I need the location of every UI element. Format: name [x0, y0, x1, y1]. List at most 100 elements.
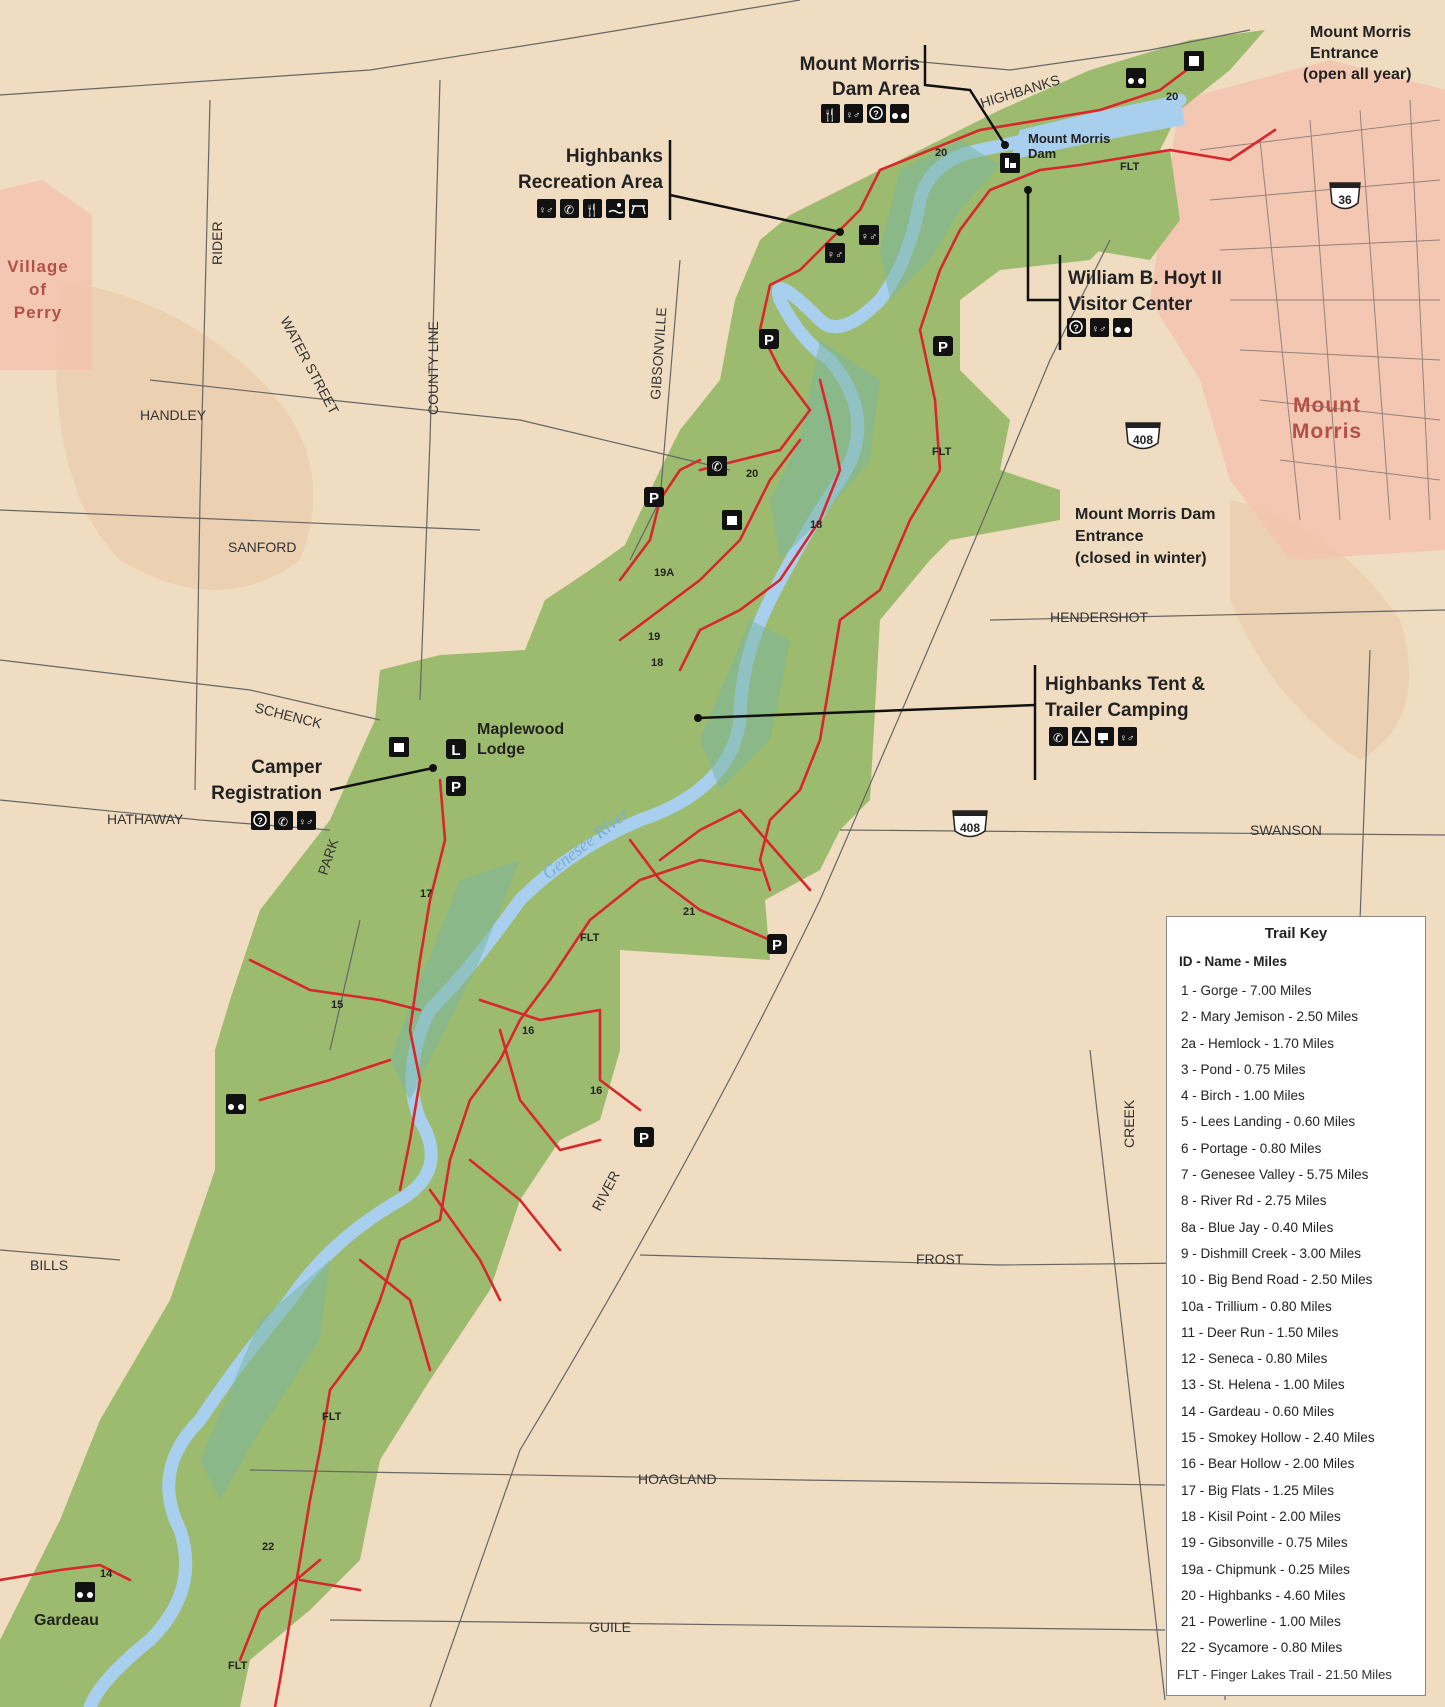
trail-key-rows: 1 - Gorge - 7.00 Miles 2 - Mary Jemison … — [1177, 978, 1415, 1662]
trail-key-row: 20 - Highbanks - 4.60 Miles — [1181, 1587, 1346, 1603]
building-icon[interactable] — [722, 510, 742, 530]
dam-entrance-label-1: Mount Morris Dam — [1075, 506, 1215, 523]
trail-key-row: 11 - Deer Run - 1.50 Miles — [1181, 1324, 1339, 1340]
binoculars-icon[interactable] — [226, 1094, 246, 1114]
terrain-shading — [56, 280, 314, 590]
road-label-handley: HANDLEY — [140, 407, 207, 423]
trail-key-row: 19a - Chipmunk - 0.25 Miles — [1181, 1561, 1350, 1577]
information-icon: ? — [251, 811, 270, 830]
parking-icon[interactable]: P — [759, 329, 779, 349]
telephone-icon: ✆ — [560, 199, 579, 218]
svg-text:♀♂: ♀♂ — [1120, 733, 1135, 744]
svg-text:P: P — [772, 937, 782, 954]
dam-entrance-label-3: (closed in winter) — [1075, 550, 1207, 567]
dam-label-2: Dam — [1028, 146, 1056, 161]
swimming-icon — [606, 199, 625, 218]
callout-registration-1: Camper — [251, 757, 322, 778]
trail-key-row: 5 - Lees Landing - 0.60 Miles — [1181, 1114, 1356, 1130]
visitor-center-amenity-icons: ? ♀♂ — [1067, 318, 1132, 337]
trail-label-20b: 20 — [935, 147, 947, 159]
svg-text:P: P — [649, 490, 659, 507]
visitor-center-icon[interactable] — [1000, 153, 1020, 173]
trail-label-22: 22 — [262, 1541, 274, 1553]
maplewood-lodge-label-2: Lodge — [477, 741, 525, 758]
registration-icon[interactable] — [389, 737, 409, 757]
road-label-rider: RIDER — [209, 221, 225, 265]
genesee-river — [83, 93, 1187, 1707]
parking-icon[interactable]: P — [933, 336, 953, 356]
terrain-shading-2 — [1230, 500, 1409, 760]
callout-leaders — [329, 45, 1062, 792]
svg-text:P: P — [764, 332, 774, 349]
trail-key-row: 18 - Kisil Point - 2.00 Miles — [1181, 1508, 1341, 1524]
svg-text:✆: ✆ — [712, 459, 723, 474]
trail-17 — [398, 778, 447, 1192]
parking-icon[interactable]: P — [644, 487, 664, 507]
trail-key-row: 6 - Portage - 0.80 Miles — [1181, 1140, 1322, 1156]
trail-key-row: 21 - Powerline - 1.00 Miles — [1181, 1614, 1341, 1630]
telephone-icon[interactable]: ✆ — [707, 456, 727, 476]
ranger-station-icon[interactable] — [1184, 51, 1204, 71]
trail-label-flt-b: FLT — [932, 446, 952, 458]
road-label-guile: GUILE — [589, 1619, 631, 1635]
svg-text:P: P — [451, 779, 461, 796]
entrance-label-3: (open all year) — [1303, 66, 1411, 83]
svg-text:♀♂: ♀♂ — [299, 817, 314, 828]
svg-text:♀♂: ♀♂ — [846, 110, 861, 121]
trail-key-header: ID - Name - Miles — [1179, 954, 1288, 969]
callout-visitor-center-2: Visitor Center — [1068, 294, 1193, 315]
trail-key-row: 13 - St. Helena - 1.00 Miles — [1181, 1377, 1345, 1393]
svg-text:L: L — [451, 742, 460, 759]
restrooms-icon[interactable]: ♀♂ — [859, 225, 879, 245]
trail-key-row: 16 - Bear Hollow - 2.00 Miles — [1181, 1456, 1355, 1472]
park-boundary-east — [940, 150, 1180, 300]
road-label-sanford: SANFORD — [228, 539, 296, 555]
trail-22 — [238, 1558, 362, 1662]
information-icon: ? — [867, 104, 886, 123]
trail-label-18b: 18 — [651, 657, 663, 669]
callout-dam-area-1: Mount Morris — [800, 54, 920, 75]
trail-key-row: 8 - River Rd - 2.75 Miles — [1181, 1193, 1327, 1209]
trail-label-18a: 18 — [810, 519, 822, 531]
trail-key-legend: Trail Key ID - Name - Miles 1 - Gorge - … — [1166, 916, 1426, 1696]
road-label-frost: FROST — [916, 1251, 964, 1267]
tent-icon — [1072, 727, 1091, 746]
trail-label-19a: 19A — [654, 567, 674, 579]
binoculars-icon[interactable] — [1126, 68, 1146, 88]
callout-highbanks-rec-2: Recreation Area — [518, 172, 663, 193]
parking-icon[interactable]: P — [446, 776, 466, 796]
trail-key-row: 14 - Gardeau - 0.60 Miles — [1181, 1403, 1335, 1419]
svg-text:P: P — [639, 1130, 649, 1147]
trail-label-flt-a: FLT — [1120, 161, 1140, 173]
trail-highbanks-20 — [698, 58, 1202, 472]
callout-visitor-center-1: William B. Hoyt II — [1068, 268, 1222, 289]
trail-key-row: 19 - Gibsonville - 0.75 Miles — [1181, 1535, 1348, 1551]
us-408-north-label: 408 — [1133, 433, 1153, 447]
restaurant-icon: 🍴 — [583, 199, 602, 218]
svg-text:♀♂: ♀♂ — [827, 249, 844, 261]
callout-camping-2: Trailer Camping — [1045, 700, 1189, 721]
trail-key-row: 4 - Birch - 1.00 Miles — [1181, 1088, 1305, 1104]
road-label-swanson: SWANSON — [1250, 822, 1322, 838]
road-label-county-line: COUNTY LINE — [425, 321, 441, 415]
parking-icon[interactable]: P — [767, 934, 787, 954]
svg-text:🍴: 🍴 — [585, 203, 600, 217]
trail-key-row: 22 - Sycamore - 0.80 Miles — [1181, 1640, 1343, 1656]
callout-dot — [1024, 186, 1032, 194]
parking-icon[interactable]: P — [634, 1127, 654, 1147]
restrooms-icon[interactable]: ♀♂ — [825, 243, 845, 263]
svg-text:🍴: 🍴 — [823, 108, 838, 122]
svg-text:?: ? — [1073, 323, 1079, 333]
entrance-label-2: Entrance — [1310, 45, 1379, 62]
trail-key-row: 10 - Big Bend Road - 2.50 Miles — [1181, 1272, 1373, 1288]
picnic-icon — [629, 199, 648, 218]
dam-lake — [1010, 95, 1185, 160]
trail-label-20a: 20 — [1166, 91, 1178, 103]
trail-label-17: 17 — [420, 888, 432, 900]
trail-18 — [678, 378, 842, 672]
trail-15 — [248, 958, 422, 1102]
restrooms-icon: ♀♂ — [844, 104, 863, 123]
binoculars-icon[interactable] — [75, 1582, 95, 1602]
town-label-perry-2: of — [29, 280, 47, 299]
lodge-icon[interactable]: L — [446, 739, 466, 759]
